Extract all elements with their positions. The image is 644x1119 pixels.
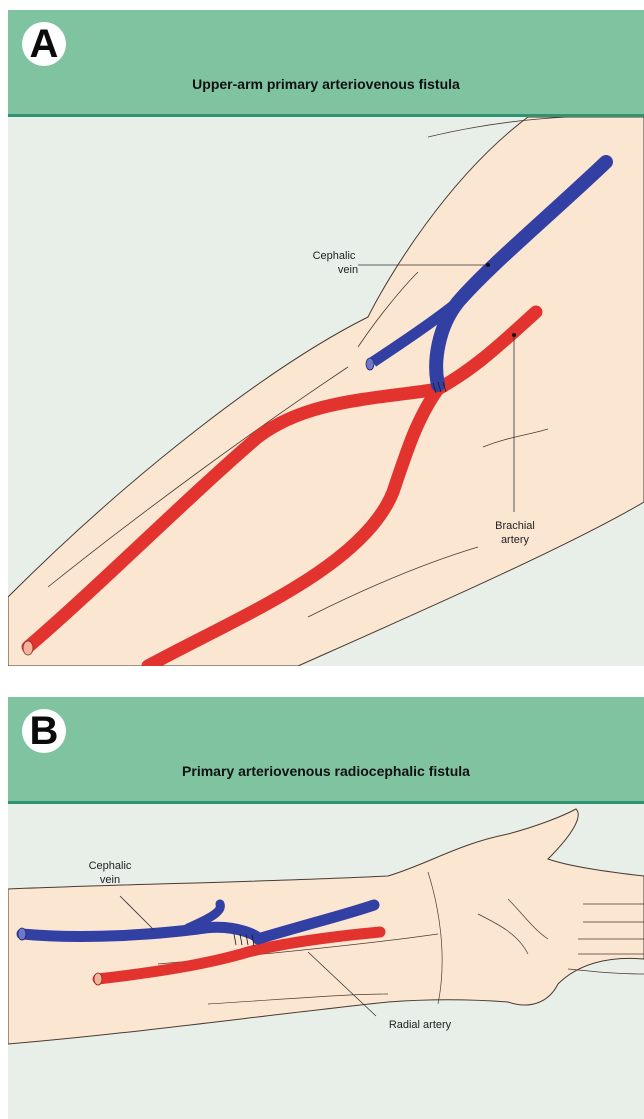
finger [568, 969, 644, 974]
brachial-artery-label: artery [501, 534, 530, 546]
vein-cut-end [18, 928, 26, 940]
brachial-artery-label: Brachial [495, 520, 535, 532]
leader-dot [512, 333, 516, 337]
cephalic-vein-label: Cephalic [313, 250, 356, 262]
cephalic-vein-label: vein [100, 874, 120, 886]
radial-artery-label: Radial artery [389, 1019, 452, 1031]
cephalic-vein-label: vein [338, 264, 358, 276]
vein-cut-end [366, 358, 374, 370]
panel-a-header: A Upper-arm primary arteriovenous fistul… [8, 10, 644, 117]
forearm-skin [8, 809, 644, 1044]
panel-a: A Upper-arm primary arteriovenous fistul… [8, 10, 644, 666]
leader-dot [486, 263, 490, 267]
panel-a-title: Upper-arm primary arteriovenous fistula [8, 76, 644, 92]
panel-a-letter: A [22, 22, 66, 66]
panel-b-title: Primary arteriovenous radiocephalic fist… [8, 763, 644, 779]
forearm-illustration: Cephalic vein Radial artery [8, 804, 644, 1119]
cephalic-vein-label: Cephalic [89, 860, 132, 872]
panel-b: B Primary arteriovenous radiocephalic fi… [8, 697, 644, 1119]
panel-b-letter: B [22, 709, 66, 753]
artery-cut-end [94, 973, 102, 985]
upper-arm-illustration: Cephalic vein Brachial artery [8, 117, 644, 666]
artery-cut-end [23, 641, 33, 655]
panel-b-header: B Primary arteriovenous radiocephalic fi… [8, 697, 644, 804]
